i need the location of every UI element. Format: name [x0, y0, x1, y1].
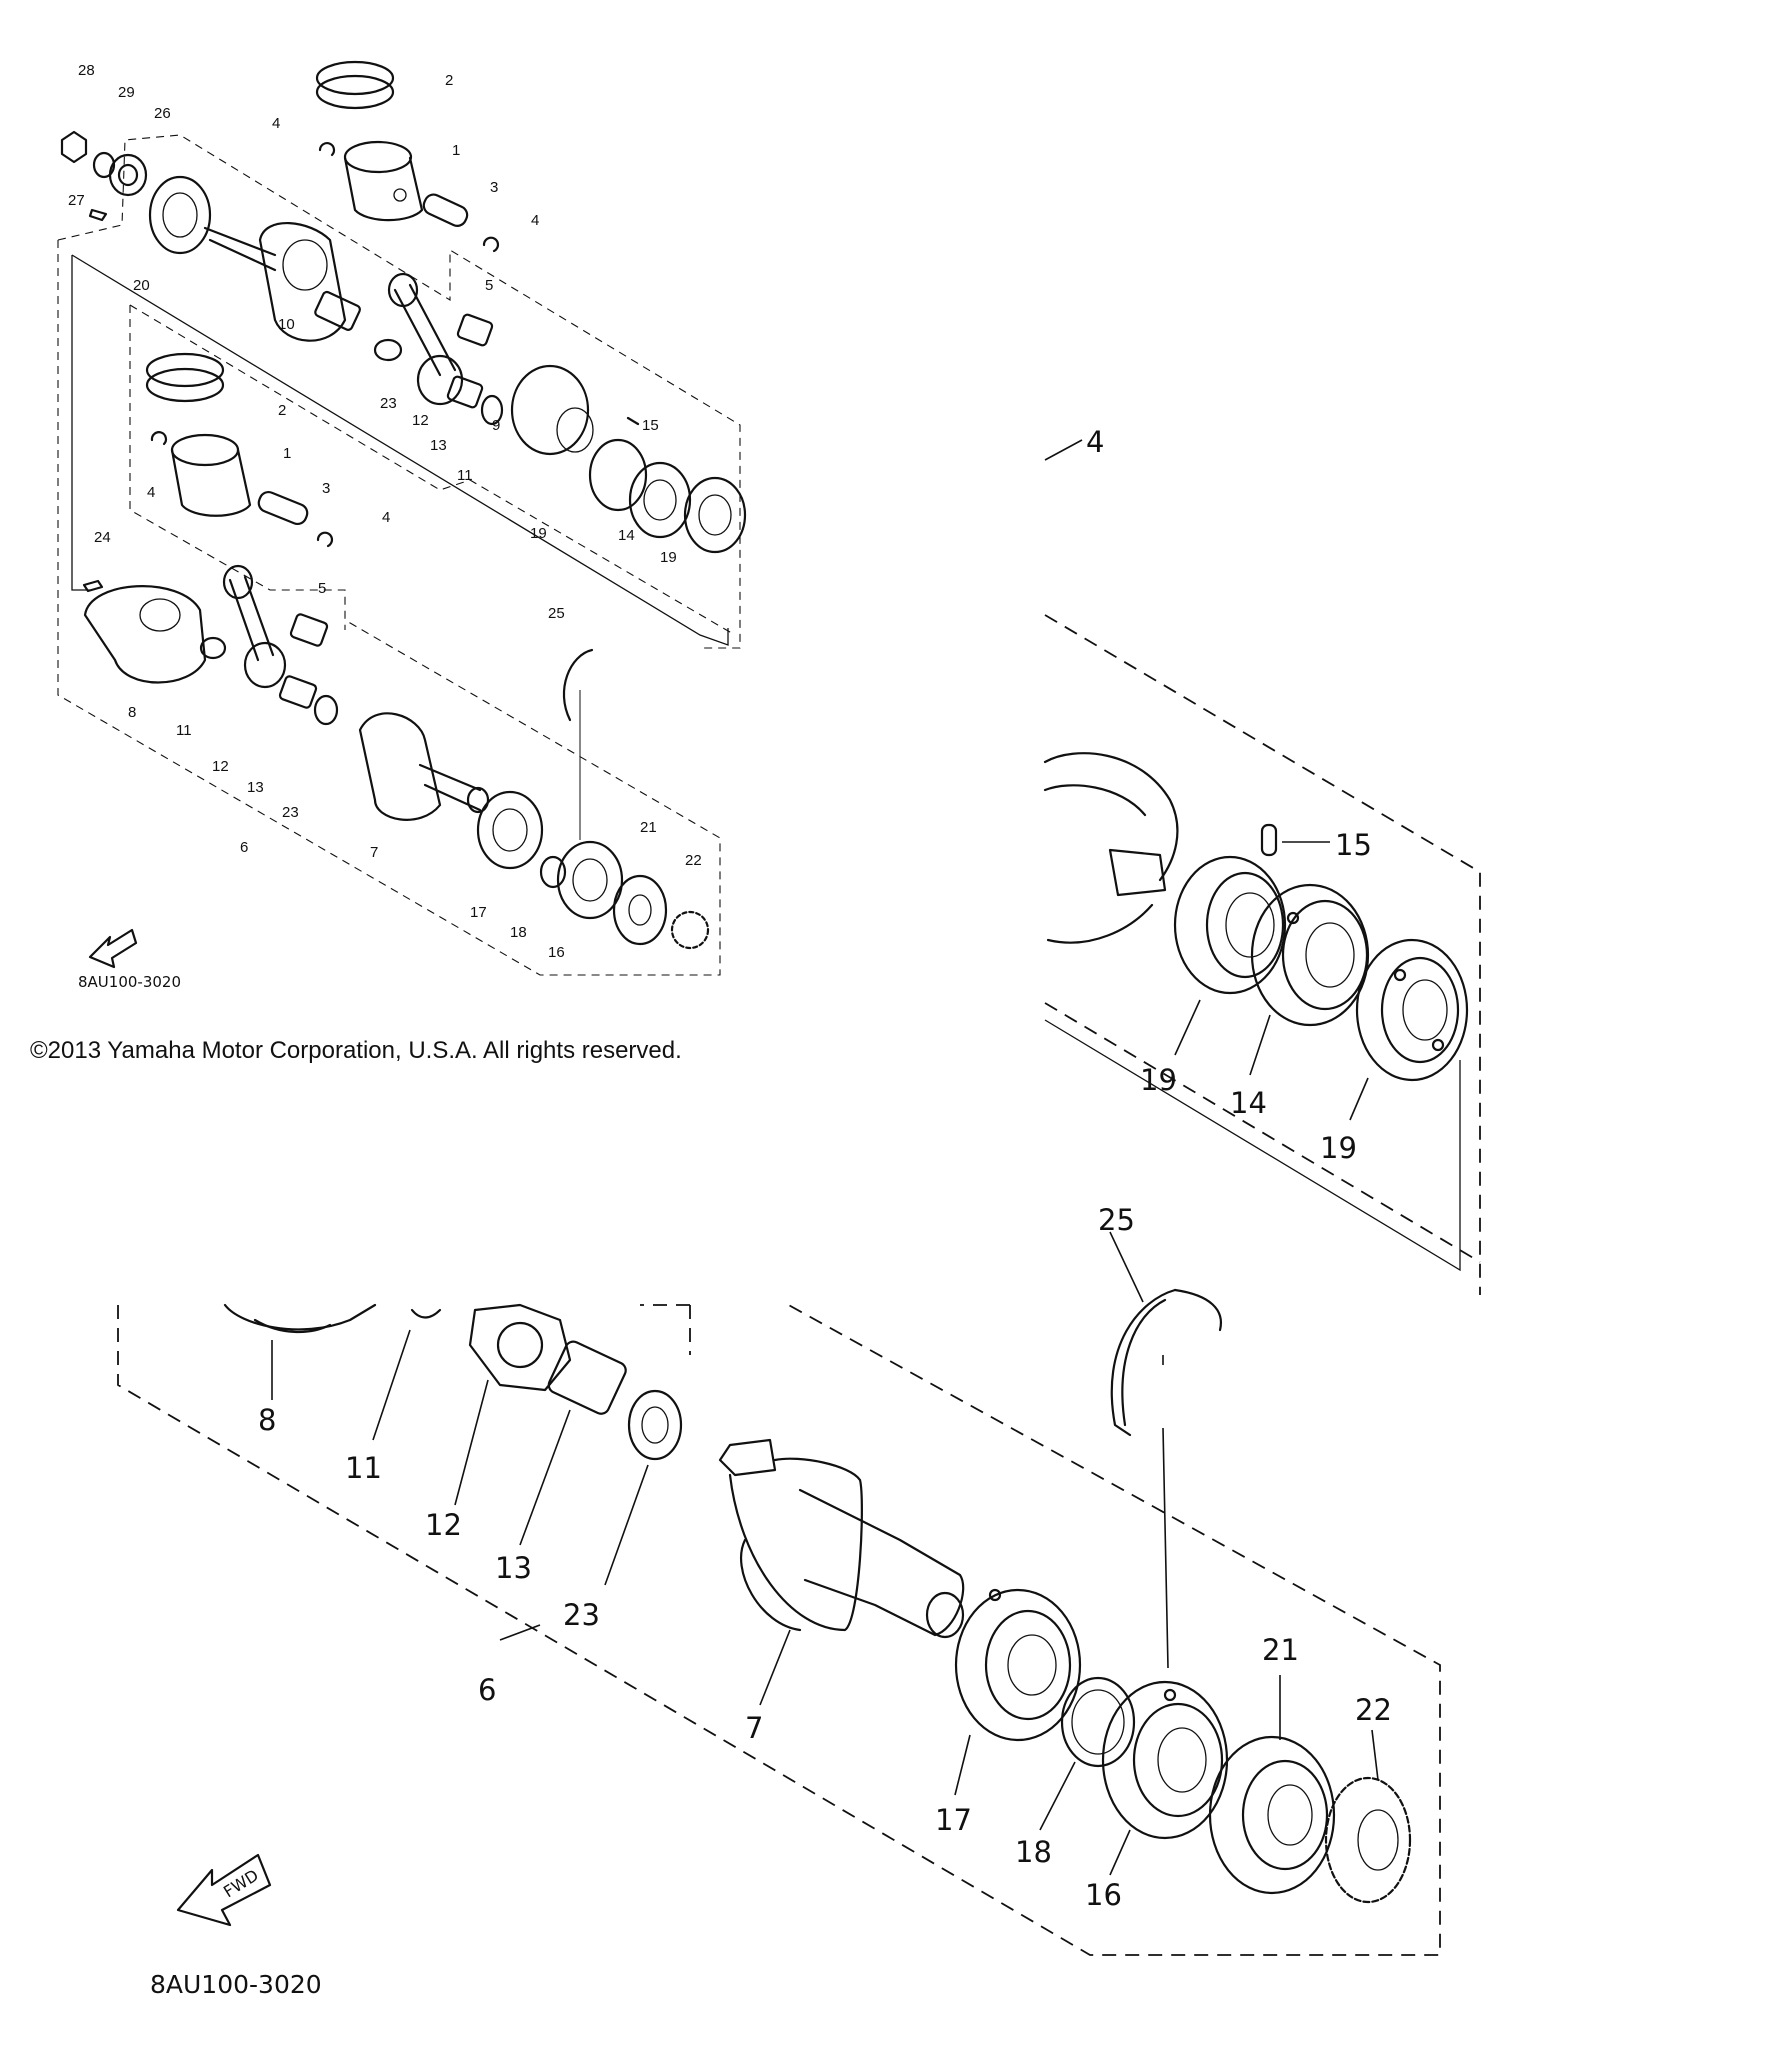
overview-label-26: 26	[154, 105, 171, 122]
overview-label-25: 25	[548, 605, 565, 622]
overview-label-23: 23	[380, 395, 397, 412]
overview-label-27: 27	[68, 192, 85, 209]
label-assembly: 4	[1086, 425, 1104, 459]
overview-label-6: 6	[240, 839, 248, 856]
overview-label-8: 8	[128, 704, 136, 721]
overview-label-2: 2	[445, 72, 453, 89]
svg-text:FWD: FWD	[220, 1865, 262, 1901]
overview-label-3: 3	[322, 480, 330, 497]
overview-label-4: 4	[272, 115, 280, 132]
overview-label-16: 16	[548, 944, 565, 961]
overview-label-22: 22	[685, 852, 702, 869]
overview-label-23: 23	[282, 804, 299, 821]
overview-label-11: 11	[457, 467, 473, 484]
overview-label-12: 12	[412, 412, 429, 429]
label-clip: 25	[1098, 1203, 1135, 1237]
overview-label-21: 21	[640, 819, 657, 836]
diagram-code: 8AU100-3020	[150, 1970, 322, 1999]
overview-label-13: 13	[430, 437, 447, 454]
overview-label-17: 17	[470, 904, 487, 921]
overview-label-18: 18	[510, 924, 527, 941]
label-washer-11: 11	[345, 1451, 382, 1485]
overview-label-20: 20	[133, 277, 150, 294]
detail-upper-panel: 4 15 19 14 19	[1043, 425, 1481, 1295]
label-seal-21: 21	[1262, 1633, 1299, 1667]
overview-label-15: 15	[642, 417, 659, 434]
overview-label-3: 3	[490, 179, 498, 196]
label-bearing-17: 17	[935, 1803, 972, 1837]
overview-label-11: 11	[176, 722, 192, 739]
overview-label-5: 5	[485, 277, 493, 294]
label-crank-web-8: 8	[258, 1403, 276, 1437]
overview-label-5: 5	[318, 580, 326, 597]
overview-label-13: 13	[247, 779, 264, 796]
fwd-arrow-icon: FWD	[176, 1853, 272, 1927]
overview-label-19: 19	[530, 525, 547, 542]
overview-label-4: 4	[382, 509, 390, 526]
overview-label-4: 4	[147, 484, 155, 501]
overview-label-1: 1	[283, 445, 291, 462]
label-crank-assy-6: 6	[478, 1673, 496, 1707]
svg-text:8AU100-3020: 8AU100-3020	[78, 973, 181, 991]
label-bearing-19b: 19	[1320, 1131, 1357, 1165]
label-sprocket-22: 22	[1355, 1693, 1392, 1727]
label-conrod-12: 12	[425, 1508, 462, 1542]
overview-label-2: 2	[278, 402, 286, 419]
copyright-notice: ©2013 Yamaha Motor Corporation, U.S.A. A…	[30, 1037, 682, 1064]
overview-label-1: 1	[452, 142, 460, 159]
label-bearing-14: 14	[1230, 1086, 1267, 1120]
label-pin: 15	[1335, 828, 1372, 862]
overview-label-24: 24	[94, 529, 111, 546]
overview-label-7: 7	[370, 844, 378, 861]
overview-label-19: 19	[660, 549, 677, 566]
overview-label-14: 14	[618, 527, 635, 544]
overview-label-12: 12	[212, 758, 229, 775]
detail-lower-panel: 25 8 11 12 13 23 6 7	[117, 1203, 1441, 1999]
label-bearing-19a: 19	[1140, 1063, 1177, 1097]
label-washer-18: 18	[1015, 1835, 1052, 1869]
overview-label-29: 29	[118, 84, 135, 101]
label-shaft-7: 7	[745, 1711, 763, 1745]
label-bearing-13: 13	[495, 1551, 532, 1585]
label-washer-23: 23	[563, 1598, 600, 1632]
label-bearing-16: 16	[1085, 1878, 1122, 1912]
overview-diagram: 8AU100-3020	[57, 60, 747, 991]
overview-label-9: 9	[492, 417, 500, 434]
overview-label-10: 10	[278, 316, 295, 333]
overview-label-28: 28	[78, 62, 95, 79]
overview-label-4: 4	[531, 212, 539, 229]
